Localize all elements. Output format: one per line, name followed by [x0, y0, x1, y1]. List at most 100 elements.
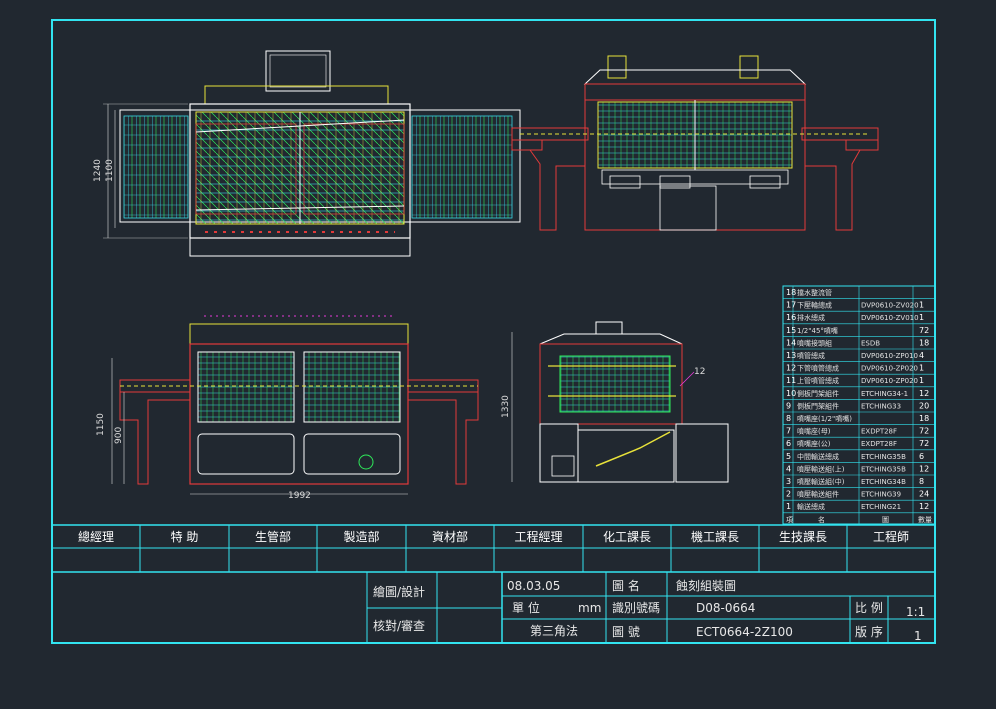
signature-role-label: 化工課長	[603, 529, 651, 544]
bom-item-spec: DVP0610-ZP020	[861, 365, 918, 373]
bom-item-name: 輸送總成	[797, 502, 825, 511]
signature-role-label: 資材部	[432, 529, 468, 544]
bom-item-qty: 24	[919, 490, 929, 499]
front-elevation-view: 1150 900 1992	[96, 315, 479, 501]
bom-item-qty: 1	[919, 364, 924, 373]
bom-item-qty: 12	[919, 502, 929, 511]
bom-item-no: 8	[786, 414, 791, 423]
bom-item-qty: 20	[919, 401, 929, 410]
bom-item-name: 1/2"45°噴嘴	[797, 326, 838, 335]
bom-item-no: 7	[786, 427, 791, 436]
bom-item-spec: ESDB	[861, 339, 880, 347]
bom-header-spec: 圖	[882, 516, 889, 524]
bom-item-no: 14	[786, 338, 796, 347]
bom-item-qty: 18	[919, 414, 929, 423]
bom-header-no: 項	[786, 516, 793, 524]
bom-item-spec: DVP0610-ZV020	[861, 302, 919, 310]
bom-item-name: 噴壓輸送組(中)	[797, 477, 845, 486]
unit-value: mm	[578, 601, 601, 615]
bom-item-name: 側板門架組件	[797, 389, 839, 398]
version-label: 版 序	[855, 624, 883, 639]
bom-item-no: 6	[786, 439, 791, 448]
bom-item-spec: ETCHING34-1	[861, 390, 908, 398]
bom-item-spec: DVP0610-ZP020	[861, 377, 918, 385]
signature-role-label: 機工課長	[691, 529, 739, 544]
bom-item-no: 9	[786, 401, 791, 410]
bom-item-qty: 18	[919, 338, 929, 347]
bom-item-name: 上管噴管總成	[797, 376, 839, 385]
drawing-no-label: 圖 號	[612, 625, 640, 639]
bom-item-qty: 4	[919, 351, 924, 360]
bom-item-no: 2	[786, 490, 791, 499]
id-code-label: 識別號碼	[612, 601, 660, 615]
scale-value: 1:1	[906, 605, 925, 619]
bom-header-qty: 數量	[918, 515, 932, 524]
bom-item-spec: EXDPT28F	[861, 428, 897, 436]
id-code: D08-0664	[696, 601, 755, 615]
bom-item-qty: 8	[919, 477, 924, 486]
dim-900: 900	[114, 427, 124, 444]
unit-label: 單 位	[512, 600, 540, 615]
signature-role-label: 工程經理	[514, 529, 562, 544]
projection-method: 第三角法	[530, 624, 578, 638]
bom-item-spec: DVP0610-ZP010	[861, 352, 918, 360]
dim-1100: 1100	[105, 159, 115, 182]
bom-item-no: 4	[786, 464, 791, 473]
bom-item-no: 5	[786, 452, 791, 461]
bom-item-qty: 6	[919, 452, 924, 461]
check-review-label: 核對/審查	[373, 618, 425, 633]
bom-item-no: 17	[786, 301, 796, 310]
bom-item-spec: ETCHING21	[861, 503, 901, 511]
signature-role-label: 工程師	[873, 529, 909, 544]
bom-item-name: 噴嘴座(1/2"噴嘴)	[797, 414, 852, 423]
bom-item-no: 10	[786, 389, 796, 398]
signature-role-label: 總經理	[78, 529, 114, 544]
signature-role-label: 生技課長	[779, 529, 827, 544]
bom-item-name: 噴壓輸送組件	[797, 490, 839, 499]
drawing-name-label: 圖 名	[612, 578, 640, 593]
bom-item-no: 13	[786, 351, 796, 360]
bom-item-no: 15	[786, 326, 796, 335]
bom-item-qty: 1	[919, 376, 924, 385]
bom-item-no: 1	[786, 502, 791, 511]
bom-item-spec: ETCHING35B	[861, 453, 906, 461]
bom-item-spec: ETCHING33	[861, 402, 901, 410]
bom-item-qty: 12	[919, 389, 929, 398]
bom-item-name: 噴壓輸送組(上)	[797, 464, 845, 473]
end-elevation-view	[511, 55, 879, 231]
bom-item-name: 噴嘴接頭組	[797, 338, 832, 347]
dim-1240: 1240	[93, 159, 103, 182]
title-block: 總經理 特 助 生管部 製造部 資材部 工程經理 化工課長 機工課長 生技課長 工程師 繪圖/設計…	[51, 524, 936, 644]
date-value: 08.03.05	[507, 579, 560, 593]
bom-item-spec: ETCHING39	[861, 491, 901, 499]
bom-item-no: 3	[786, 477, 791, 486]
bom-item-spec: EXDPT28F	[861, 440, 897, 448]
bom-item-name: 噴管總成	[797, 351, 825, 360]
bom-item-no: 18	[786, 288, 796, 297]
bom-item-name: 下管噴管總成	[797, 364, 839, 373]
bom-item-name: 下壓輪總成	[797, 301, 832, 310]
callout-12: 12	[694, 367, 705, 377]
bom-item-spec: ETCHING34B	[861, 478, 906, 486]
signature-role-label: 製造部	[343, 529, 379, 544]
bom-item-qty: 72	[919, 326, 929, 335]
signature-role-label: 特 助	[171, 529, 199, 544]
bom-header-name: 名	[818, 515, 825, 524]
version-value: 1	[914, 629, 922, 643]
bom-item-name: 噴嘴座(公)	[797, 439, 831, 448]
dim-1992: 1992	[288, 491, 311, 501]
draw-design-label: 繪圖/設計	[373, 584, 425, 599]
bom-item-name: 噴嘴座(母)	[797, 427, 831, 436]
bom-item-no: 16	[786, 313, 796, 322]
side-elevation-view: 1330 12	[501, 321, 729, 483]
bom-item-spec: DVP0610-ZV010	[861, 314, 919, 322]
bom-item-no: 12	[786, 364, 796, 373]
dim-1150: 1150	[96, 413, 106, 436]
bom-item-name: 排水總成	[797, 313, 825, 322]
signature-role-label: 生管部	[255, 529, 291, 544]
drawing-no: ECT0664-2Z100	[696, 625, 793, 639]
scale-label: 比 例	[855, 601, 883, 615]
bom-item-name: 側板門架組件	[797, 401, 839, 410]
